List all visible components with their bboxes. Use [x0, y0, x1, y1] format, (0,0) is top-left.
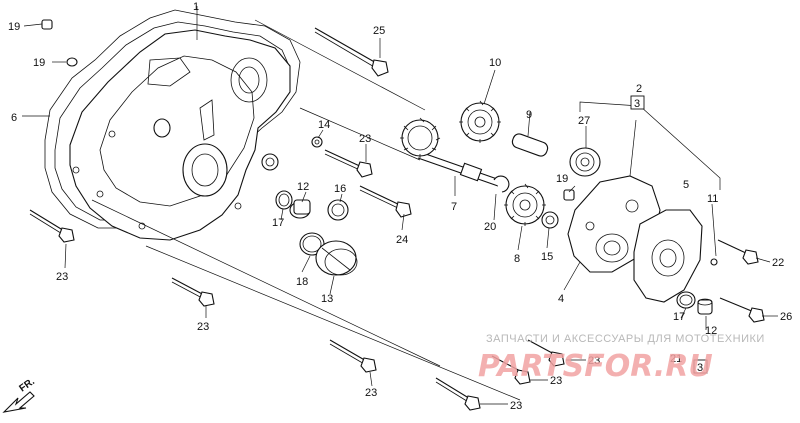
cover-boss-large — [182, 143, 228, 197]
callout-box-3b — [693, 359, 708, 374]
callout-16: 16 — [334, 183, 346, 195]
crankcase-cover — [69, 29, 291, 241]
callout-6: 6 — [11, 112, 17, 124]
circlip-20 — [493, 175, 510, 193]
o-ring-17 — [275, 190, 293, 210]
callout-8: 8 — [514, 253, 520, 265]
callout-23b: 23 — [56, 271, 68, 283]
callout-21: 21 — [670, 353, 682, 365]
callout-12b: 12 — [705, 325, 717, 337]
bolt-26 — [719, 297, 765, 323]
callout-23f: 23 — [550, 375, 562, 387]
callout-19c: 19 — [556, 173, 568, 185]
cap-16 — [327, 199, 349, 221]
arrow-icon — [2, 391, 35, 413]
bolt-25 — [314, 27, 389, 77]
bolt-23-right — [527, 339, 565, 367]
bolt-23-mid — [171, 277, 215, 307]
callout-19b: 19 — [33, 57, 45, 69]
callout-3a: 3 — [634, 98, 640, 110]
callout-27: 27 — [578, 115, 590, 127]
washer-15 — [541, 211, 559, 229]
pin-9 — [511, 133, 549, 157]
callout-11: 11 — [707, 193, 718, 205]
callout-18: 18 — [296, 276, 308, 288]
callout-24: 24 — [396, 234, 408, 246]
watermark-logo: PARTSFOR.RU — [478, 349, 713, 384]
callout-17b: 17 — [673, 311, 685, 323]
callout-12a: 12 — [297, 181, 309, 193]
callout-23d: 23 — [365, 387, 377, 399]
callout-10: 10 — [489, 57, 501, 69]
callout-13: 13 — [321, 293, 333, 305]
bolt-24 — [359, 185, 412, 218]
callout-5: 5 — [683, 179, 689, 191]
callout-14: 14 — [318, 119, 330, 131]
bolt-23-lower — [329, 339, 377, 373]
dowel-19-right — [563, 189, 575, 201]
gear-8 — [504, 183, 546, 226]
callout-23c: 23 — [197, 321, 209, 333]
callout-25: 25 — [373, 25, 385, 37]
callout-22: 22 — [772, 257, 784, 269]
front-direction-arrow: FR. — [2, 376, 37, 413]
bolt-23-left — [29, 209, 75, 243]
callout-7: 7 — [451, 201, 457, 213]
callout-23g: 23 — [588, 355, 600, 367]
callout-19a: 19 — [8, 21, 20, 33]
bolt-23-bottom — [435, 377, 481, 411]
watermark-caption: ЗАПЧАСТИ И АКСЕССУАРЫ ДЛЯ МОТОТЕХНИКИ — [486, 333, 765, 345]
callout-17a: 17 — [272, 217, 284, 229]
pump-housing — [633, 209, 703, 303]
shaft-7 — [417, 151, 501, 187]
watermark: ЗАПЧАСТИ И АКСЕССУАРЫ ДЛЯ МОТОТЕХНИКИ PA… — [478, 333, 765, 384]
bolt-23-center — [491, 355, 531, 385]
fr-label: FR. — [17, 376, 37, 394]
cover-gasket — [44, 9, 301, 229]
callout-9: 9 — [526, 109, 532, 121]
plug-12 — [289, 199, 311, 219]
callout-labels: 1 2 3 3 4 5 6 7 8 9 10 11 12 12 13 14 15… — [8, 1, 792, 412]
plug-12-right — [697, 298, 713, 315]
leader-lines — [22, 6, 778, 405]
dowel-19-top — [41, 19, 53, 30]
gear-small-on-shaft — [400, 117, 441, 158]
callout-box-3a — [630, 95, 645, 110]
dowel-19-mid — [66, 57, 78, 67]
callout-4: 4 — [558, 293, 564, 305]
bolt-22 — [717, 239, 759, 265]
callout-1: 1 — [193, 1, 199, 13]
cap-13 — [315, 240, 358, 276]
gear-10 — [459, 100, 501, 143]
callout-3b: 3 — [697, 362, 703, 374]
callout-23e: 23 — [510, 400, 522, 412]
callout-2: 2 — [636, 83, 642, 95]
callout-26: 26 — [780, 311, 792, 323]
callout-23a: 23 — [359, 133, 371, 145]
bolt-23-upper — [324, 149, 373, 178]
callout-20: 20 — [484, 221, 496, 233]
callout-15: 15 — [541, 251, 553, 263]
washer-14 — [311, 136, 323, 148]
bearing-27 — [569, 147, 601, 177]
